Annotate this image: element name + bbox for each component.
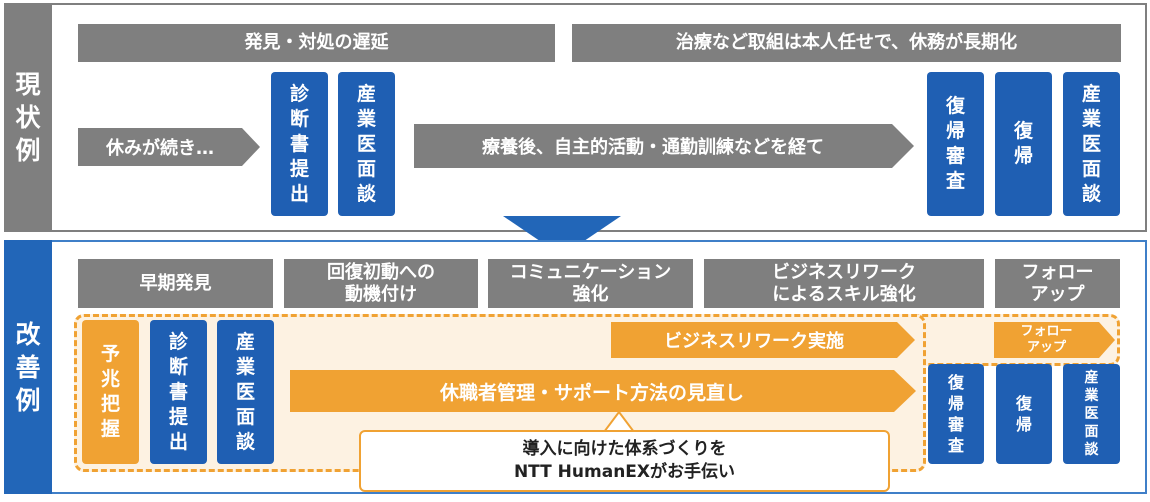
current-interview-box: 産 業 医 面 談 (338, 72, 395, 216)
improved-header-early-detection: 早期発見 (78, 259, 273, 308)
sign-detection-box: 予 兆 把 握 (82, 320, 139, 464)
current-header-right: 治療など取組は本人任せで、休務が長期化 (572, 24, 1121, 62)
followup-arrow-label: フォロー アップ (1020, 324, 1073, 355)
improved-tab: 改 善 例 (4, 240, 52, 494)
improved-header-communication: コミュニケーション 強化 (488, 259, 693, 308)
improved-interview2-box: 産 業 医 面 談 (1063, 364, 1120, 464)
current-header-left: 発見・対処の遅延 (78, 24, 555, 62)
management-review-arrow (290, 370, 916, 412)
current-arrow-recovery-label: 療養後、自主的活動・通勤訓練などを経て (482, 137, 824, 158)
business-rework-label: ビジネスリワーク実施 (664, 331, 844, 352)
transition-arrow-down (503, 216, 621, 256)
current-arrow-rest-label: 休みが続き… (106, 138, 214, 159)
support-callout: 導入に向けた体系づくりを NTT HumanEXがお手伝い (359, 430, 890, 492)
current-tab: 現 状 例 (4, 3, 52, 232)
business-rework-arrow (611, 322, 915, 358)
current-diagnosis-box: 診 断 書 提 出 (271, 72, 328, 216)
callout-line-2: NTT HumanEXがお手伝い (513, 462, 736, 482)
improved-header-motivation: 回復初動への 動機付け (284, 259, 478, 308)
current-arrow-recovery (414, 124, 914, 168)
improved-header-business-rework: ビジネスリワーク によるスキル強化 (704, 259, 984, 308)
current-interview2-box: 産 業 医 面 談 (1063, 72, 1120, 216)
management-review-label: 休職者管理・サポート方法の見直し (439, 381, 744, 404)
improved-review-box: 復 帰 審 査 (928, 364, 984, 464)
current-review-box: 復 帰 審 査 (927, 72, 984, 216)
improved-header-followup: フォロー アップ (995, 259, 1120, 308)
improved-diagnosis-box: 診 断 書 提 出 (150, 320, 207, 464)
improved-return-box: 復 帰 (996, 364, 1052, 464)
current-return-box: 復 帰 (995, 72, 1052, 216)
callout-pointer (604, 412, 634, 432)
improved-interview-box: 産 業 医 面 談 (217, 320, 274, 464)
callout-line-1: 導入に向けた体系づくりを (522, 439, 727, 459)
current-arrow-rest (78, 128, 260, 166)
followup-arrow (994, 322, 1115, 358)
